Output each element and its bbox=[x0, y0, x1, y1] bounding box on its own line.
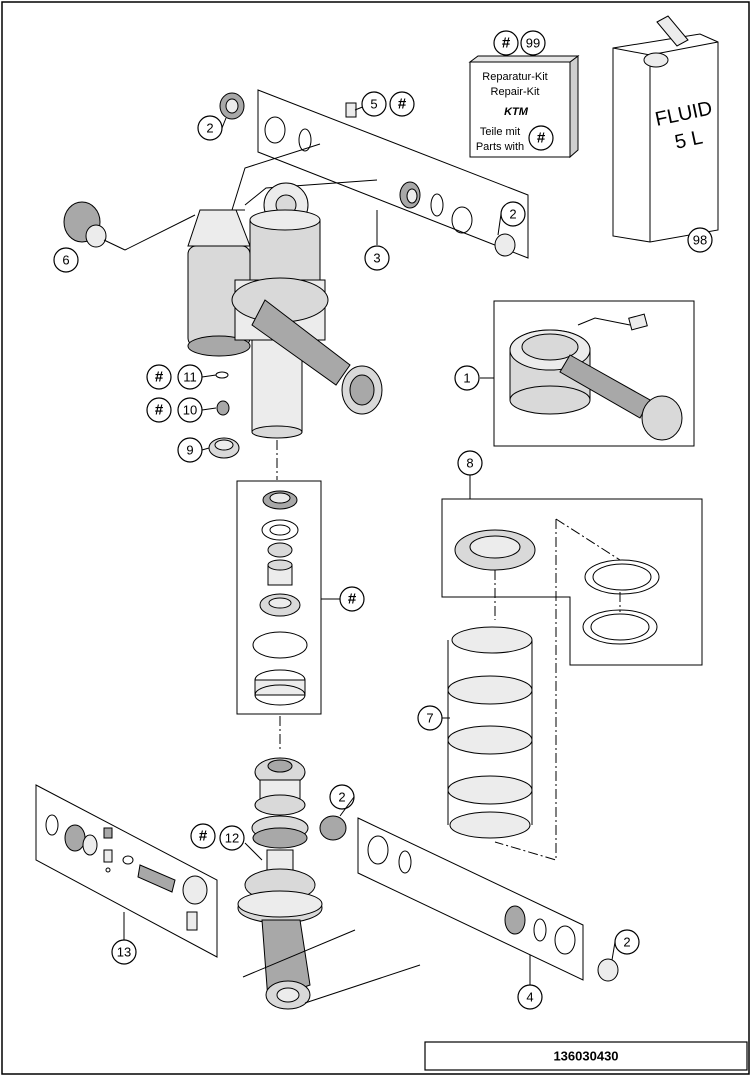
svg-text:6: 6 bbox=[62, 253, 69, 268]
repair-kit-line4: Parts with bbox=[476, 141, 524, 153]
svg-text:7: 7 bbox=[426, 711, 433, 726]
callout-h-seal: # bbox=[339, 586, 365, 612]
compression-knob bbox=[63, 201, 196, 251]
svg-text:8: 8 bbox=[466, 456, 473, 471]
svg-text:2: 2 bbox=[623, 935, 630, 950]
valve-parts bbox=[45, 814, 208, 931]
seal-kit-outline-bottom bbox=[357, 817, 584, 981]
svg-text:98: 98 bbox=[693, 233, 707, 248]
callout-2-top-right: 2 bbox=[500, 201, 526, 227]
callout-8: 8 bbox=[457, 450, 483, 476]
callout-2-bottom-right: 2 bbox=[614, 929, 640, 955]
nut-10 bbox=[216, 400, 230, 416]
callout-5: 5 bbox=[361, 91, 387, 117]
callout-h11: # bbox=[146, 364, 172, 390]
spring-7 bbox=[447, 626, 533, 839]
callout-3: 3 bbox=[364, 245, 390, 271]
svg-text:12: 12 bbox=[225, 831, 239, 846]
svg-text:11: 11 bbox=[183, 370, 197, 385]
repair-kit-line2: Repair-Kit bbox=[491, 86, 540, 98]
callout-h10: # bbox=[146, 397, 172, 423]
svg-text:5: 5 bbox=[370, 97, 377, 112]
callout-h12: # bbox=[190, 823, 216, 849]
svg-text:99: 99 bbox=[526, 36, 540, 51]
bushing-lower-left bbox=[319, 815, 347, 841]
callout-h99: # bbox=[493, 30, 519, 56]
seal-kit-outline-top bbox=[257, 89, 529, 259]
callout-2-middle: 2 bbox=[329, 784, 355, 810]
svg-text:9: 9 bbox=[186, 443, 193, 458]
svg-text:3: 3 bbox=[373, 251, 380, 266]
o-ring-11 bbox=[215, 371, 229, 379]
fluid-can: FLUID 5 L bbox=[612, 15, 719, 243]
svg-text:#: # bbox=[155, 402, 164, 419]
repair-kit-line3: Teile mit bbox=[480, 126, 520, 138]
svg-text:2: 2 bbox=[509, 207, 516, 222]
callout-10: 10 bbox=[177, 397, 203, 423]
repair-kit-line1: Reparatur-Kit bbox=[482, 71, 547, 83]
doc-number: 136030430 bbox=[553, 1049, 618, 1064]
callout-7: 7 bbox=[417, 705, 443, 731]
svg-text:13: 13 bbox=[117, 945, 131, 960]
svg-text:#: # bbox=[502, 35, 511, 52]
callout-6: 6 bbox=[53, 247, 79, 273]
spring-seat-parts bbox=[454, 529, 660, 645]
callout-2-top-left: 2 bbox=[197, 115, 223, 141]
svg-text:4: 4 bbox=[526, 990, 533, 1005]
svg-text:#: # bbox=[199, 828, 208, 845]
callout-4: 4 bbox=[517, 984, 543, 1010]
callout-9: 9 bbox=[177, 437, 203, 463]
shock-body bbox=[187, 182, 383, 439]
callout-h5: # bbox=[389, 91, 415, 117]
valve-parts-box bbox=[35, 784, 218, 958]
doc-number-box bbox=[424, 1041, 748, 1071]
bleed-screw bbox=[345, 102, 357, 118]
callout-98: 98 bbox=[687, 227, 713, 253]
bushing-right bbox=[494, 233, 516, 257]
ktm-logo: KTM bbox=[504, 106, 529, 118]
svg-text:1: 1 bbox=[463, 371, 470, 386]
callout-12: 12 bbox=[219, 825, 245, 851]
callout-1: 1 bbox=[454, 365, 480, 391]
svg-text:#: # bbox=[155, 369, 164, 386]
callout-99: 99 bbox=[520, 30, 546, 56]
svg-text:#: # bbox=[348, 591, 357, 608]
damper-rod-12 bbox=[237, 757, 323, 1010]
svg-text:10: 10 bbox=[183, 403, 197, 418]
seal-stack-parts bbox=[252, 490, 308, 706]
adjuster-detail bbox=[509, 313, 683, 441]
repair-kit-hash: # bbox=[537, 130, 546, 147]
svg-text:#: # bbox=[398, 96, 407, 113]
callout-11: 11 bbox=[177, 364, 203, 390]
callout-13: 13 bbox=[111, 939, 137, 965]
bushing-lower-right bbox=[597, 958, 619, 982]
svg-text:2: 2 bbox=[206, 121, 213, 136]
repair-kit-box: Reparatur-Kit Repair-Kit KTM Teile mit P… bbox=[468, 55, 580, 159]
svg-text:2: 2 bbox=[338, 790, 345, 805]
